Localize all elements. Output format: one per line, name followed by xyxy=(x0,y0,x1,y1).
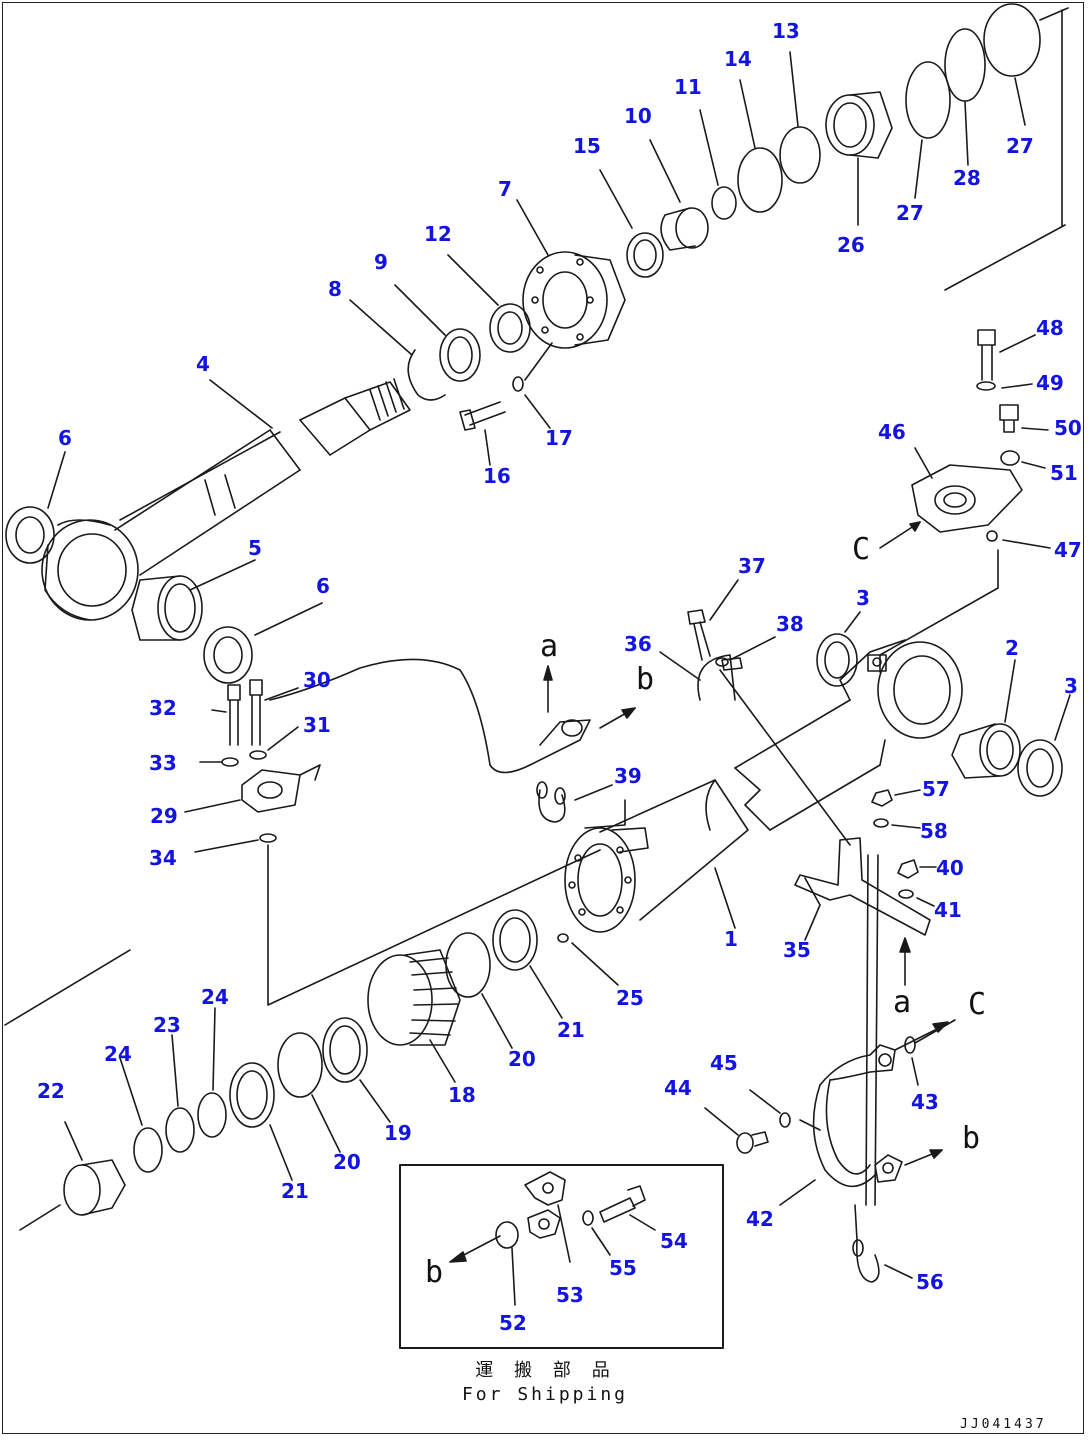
part-callout-9: 9 xyxy=(374,250,388,274)
valve-block-parts xyxy=(880,330,1050,672)
left-block-parts xyxy=(185,680,600,1005)
part-callout-39: 39 xyxy=(614,764,642,788)
part-callout-52: 52 xyxy=(499,1311,527,1335)
part-callout-16: 16 xyxy=(483,464,511,488)
part-callout-24: 24 xyxy=(201,985,229,1009)
piston-parts xyxy=(5,910,618,1230)
piston-rod-assembly xyxy=(6,379,410,683)
shipping-inset xyxy=(400,1165,723,1348)
connection-label-c: C xyxy=(968,987,987,1022)
cylinder-tube-assembly xyxy=(270,580,1070,1205)
part-callout-27: 27 xyxy=(1006,134,1034,158)
connection-label-b: b xyxy=(425,1255,444,1290)
part-callout-58: 58 xyxy=(920,819,948,843)
part-callout-1: 1 xyxy=(724,927,738,951)
part-callout-6: 6 xyxy=(58,426,72,450)
part-callout-26: 26 xyxy=(837,233,865,257)
part-callout-49: 49 xyxy=(1036,371,1064,395)
part-callout-42: 42 xyxy=(746,1207,774,1231)
part-callout-4: 4 xyxy=(196,352,210,376)
part-callout-28: 28 xyxy=(953,166,981,190)
connection-label-c: C xyxy=(852,532,871,567)
part-callout-55: 55 xyxy=(609,1256,637,1280)
part-callout-23: 23 xyxy=(153,1013,181,1037)
part-callout-45: 45 xyxy=(710,1051,738,1075)
part-callout-3: 3 xyxy=(1064,674,1078,698)
part-callout-31: 31 xyxy=(303,713,331,737)
shipping-subtitle: For Shipping xyxy=(461,1384,629,1405)
part-callout-10: 10 xyxy=(624,104,652,128)
part-callout-24: 24 xyxy=(104,1042,132,1066)
part-callout-17: 17 xyxy=(545,426,573,450)
part-callout-18: 18 xyxy=(448,1083,476,1107)
part-callout-12: 12 xyxy=(424,222,452,246)
connection-label-a: a xyxy=(540,629,559,664)
part-callout-8: 8 xyxy=(328,277,342,301)
cylinder-head-parts xyxy=(350,4,1068,465)
part-callout-13: 13 xyxy=(772,19,800,43)
part-callout-36: 36 xyxy=(624,632,652,656)
part-callout-56: 56 xyxy=(916,1270,944,1294)
part-callout-2: 2 xyxy=(1005,636,1019,660)
part-callout-41: 41 xyxy=(934,898,962,922)
connection-label-a: a xyxy=(893,985,912,1020)
connection-label-b: b xyxy=(636,662,655,697)
part-callout-21: 21 xyxy=(557,1018,585,1042)
part-callout-25: 25 xyxy=(616,986,644,1010)
shipping-title: 運 搬 部 品 xyxy=(475,1360,615,1381)
part-callout-35: 35 xyxy=(783,938,811,962)
part-callout-53: 53 xyxy=(556,1283,584,1307)
connection-label-b: b xyxy=(962,1121,981,1156)
part-callout-6: 6 xyxy=(316,574,330,598)
part-callout-47: 47 xyxy=(1054,538,1082,562)
part-callout-22: 22 xyxy=(37,1079,65,1103)
part-callout-20: 20 xyxy=(508,1047,536,1071)
part-callout-20: 20 xyxy=(333,1150,361,1174)
part-callout-40: 40 xyxy=(936,856,964,880)
part-callout-11: 11 xyxy=(674,75,702,99)
drawing-number: JJ041437 xyxy=(960,1417,1047,1432)
part-callout-43: 43 xyxy=(911,1090,939,1114)
part-callout-50: 50 xyxy=(1054,416,1082,440)
part-callout-38: 38 xyxy=(776,612,804,636)
part-callout-32: 32 xyxy=(149,696,177,720)
part-callout-48: 48 xyxy=(1036,316,1064,340)
part-callout-19: 19 xyxy=(384,1121,412,1145)
part-callout-46: 46 xyxy=(878,420,906,444)
part-callout-37: 37 xyxy=(738,554,766,578)
part-callout-5: 5 xyxy=(248,536,262,560)
part-callout-14: 14 xyxy=(724,47,752,71)
part-callout-29: 29 xyxy=(150,804,178,828)
part-callout-57: 57 xyxy=(922,777,950,801)
part-callout-7: 7 xyxy=(498,177,512,201)
hose-parts xyxy=(705,1020,955,1282)
part-callout-30: 30 xyxy=(303,668,331,692)
part-callout-33: 33 xyxy=(149,751,177,775)
part-callout-3: 3 xyxy=(856,586,870,610)
part-callout-44: 44 xyxy=(664,1076,692,1100)
part-callout-54: 54 xyxy=(660,1229,688,1253)
part-callout-51: 51 xyxy=(1050,461,1078,485)
part-callout-15: 15 xyxy=(573,134,601,158)
part-callout-27: 27 xyxy=(896,201,924,225)
part-callout-34: 34 xyxy=(149,846,177,870)
part-callout-21: 21 xyxy=(281,1179,309,1203)
